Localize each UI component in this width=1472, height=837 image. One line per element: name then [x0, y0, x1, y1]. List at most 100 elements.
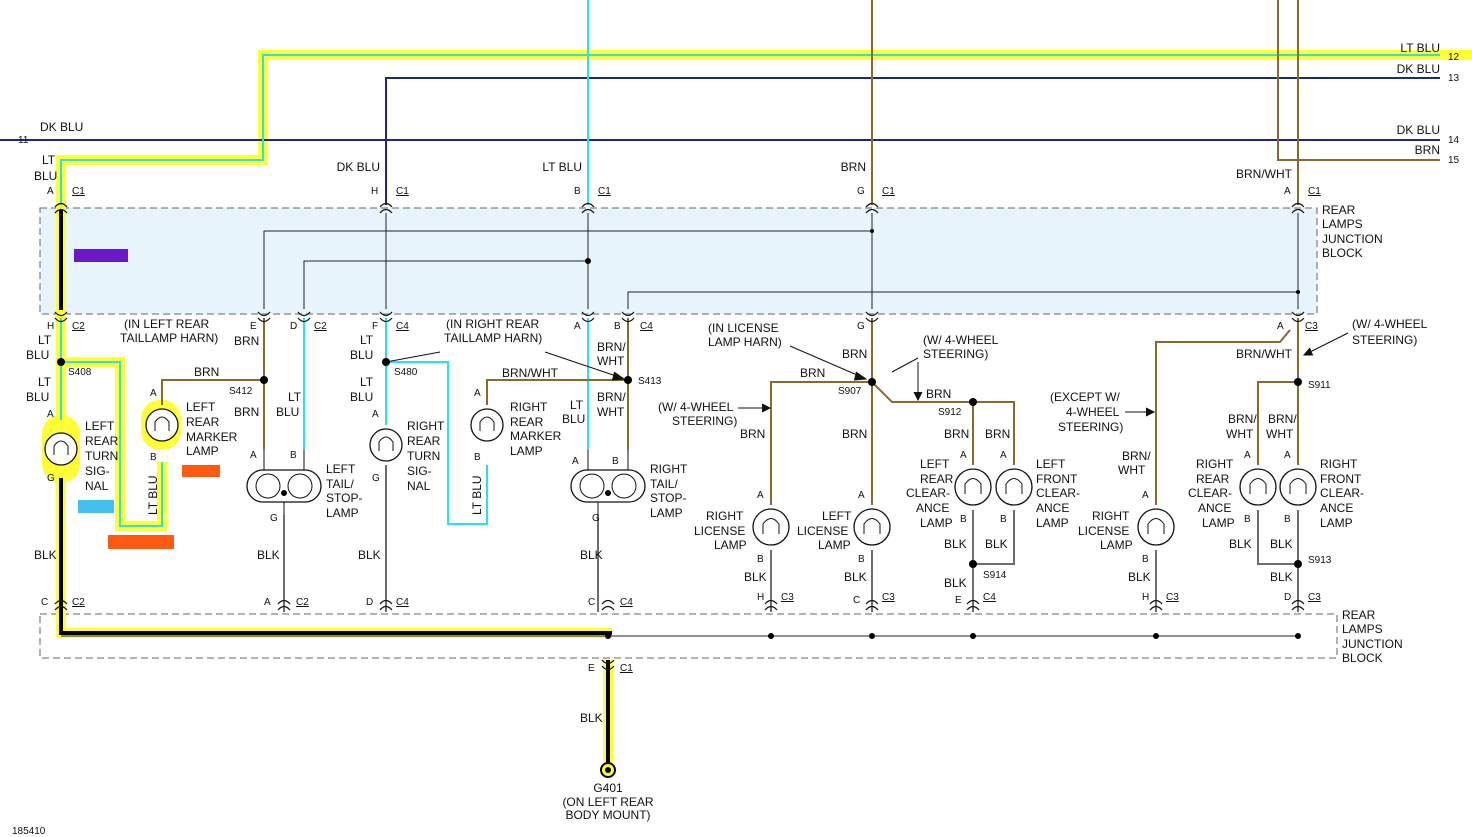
svg-text:S408: S408 — [68, 367, 92, 378]
svg-text:C4: C4 — [396, 321, 409, 332]
svg-text:BLU: BLU — [350, 390, 373, 404]
svg-text:H: H — [47, 321, 54, 332]
svg-text:(W/ 4-WHEEL: (W/ 4-WHEEL — [923, 333, 999, 347]
svg-text:RIGHT: RIGHT — [1196, 457, 1234, 471]
wire-labels: 185410 11 DK BLU LT BLU 12 DK BLU 13 DK … — [12, 41, 1460, 837]
svg-text:LICENSE: LICENSE — [797, 524, 848, 538]
svg-text:BRN/: BRN/ — [1268, 412, 1297, 426]
svg-text:BLU: BLU — [34, 169, 57, 183]
svg-text:C1: C1 — [1308, 186, 1321, 197]
svg-text:A: A — [474, 388, 481, 399]
svg-text:TAIL/: TAIL/ — [650, 477, 678, 491]
connector-terminals — [54, 202, 1305, 671]
svg-text:B: B — [474, 452, 481, 463]
svg-text:LT: LT — [360, 375, 374, 389]
lamp-left-rear-marker — [145, 408, 179, 442]
svg-text:BLK: BLK — [257, 548, 280, 562]
svg-text:WHT: WHT — [597, 354, 625, 368]
svg-text:S480: S480 — [394, 367, 418, 378]
svg-text:BRN: BRN — [985, 427, 1010, 441]
svg-text:LICENSE: LICENSE — [1078, 524, 1129, 538]
lamp-right-tail-stop — [570, 450, 646, 515]
svg-text:A: A — [572, 456, 579, 467]
svg-text:STEERING): STEERING) — [1058, 420, 1123, 434]
svg-text:LICENSE: LICENSE — [694, 524, 745, 538]
svg-text:BRN: BRN — [926, 387, 951, 401]
orange-mark-2 — [108, 535, 174, 549]
svg-text:E: E — [955, 595, 962, 606]
svg-text:A: A — [757, 490, 764, 501]
lamp-left-tail-stop — [246, 450, 322, 515]
svg-text:C1: C1 — [882, 186, 895, 197]
svg-text:B: B — [1244, 514, 1251, 525]
svg-text:B: B — [150, 452, 157, 463]
svg-text:G401: G401 — [593, 781, 623, 795]
svg-text:BLK: BLK — [580, 711, 603, 725]
svg-text:TAILLAMP HARN): TAILLAMP HARN) — [444, 331, 542, 345]
svg-text:S412: S412 — [229, 386, 253, 397]
svg-text:A: A — [372, 409, 379, 420]
svg-text:REAR: REAR — [1322, 203, 1356, 217]
svg-text:BRN: BRN — [194, 365, 219, 379]
svg-text:BRN: BRN — [842, 347, 867, 361]
svg-text:BRN: BRN — [800, 366, 825, 380]
svg-text:C: C — [41, 597, 48, 608]
svg-text:D: D — [366, 597, 373, 608]
svg-text:BRN/WHT: BRN/WHT — [502, 366, 559, 380]
svg-text:LT BLU: LT BLU — [146, 475, 160, 515]
svg-text:(ON LEFT REAR: (ON LEFT REAR — [562, 795, 653, 809]
svg-text:S413: S413 — [638, 376, 662, 387]
svg-text:A: A — [1284, 186, 1291, 197]
svg-text:(W/ 4-WHEEL: (W/ 4-WHEEL — [658, 400, 734, 414]
license-clearance-wires — [770, 318, 1299, 612]
svg-text:C1: C1 — [620, 663, 633, 674]
svg-text:BLK: BLK — [985, 537, 1008, 551]
svg-text:LAMP: LAMP — [1036, 516, 1069, 530]
svg-text:SIG-: SIG- — [85, 464, 110, 478]
lamp-left-rear-clearance — [954, 468, 992, 506]
svg-text:LAMP: LAMP — [818, 538, 851, 552]
svg-text:S912: S912 — [938, 407, 962, 418]
svg-text:RIGHT: RIGHT — [1320, 457, 1358, 471]
circuit-12-color: LT BLU — [1400, 41, 1440, 55]
svg-text:CLEAR-: CLEAR- — [1188, 486, 1232, 500]
svg-text:STOP-: STOP- — [650, 491, 686, 505]
svg-text:B: B — [612, 456, 619, 467]
svg-text:WHT: WHT — [1226, 427, 1254, 441]
blue-mark — [78, 500, 114, 513]
svg-text:BLK: BLK — [1270, 537, 1293, 551]
svg-text:A: A — [47, 186, 54, 197]
svg-text:BODY MOUNT): BODY MOUNT) — [565, 808, 650, 822]
circuit-14-color: DK BLU — [1397, 123, 1440, 137]
svg-text:WHT: WHT — [1266, 427, 1294, 441]
svg-text:MARKER: MARKER — [186, 430, 238, 444]
svg-text:G: G — [372, 473, 380, 484]
svg-text:C4: C4 — [620, 597, 633, 608]
svg-text:LT: LT — [42, 153, 56, 167]
svg-text:LAMP: LAMP — [1100, 538, 1133, 552]
svg-text:C3: C3 — [1166, 592, 1179, 603]
svg-text:B: B — [614, 321, 621, 332]
svg-text:S913: S913 — [1308, 555, 1332, 566]
svg-text:BLU: BLU — [276, 405, 299, 419]
circuit-11-num: 11 — [18, 135, 29, 146]
svg-text:S907: S907 — [838, 386, 862, 397]
svg-text:BLK: BLK — [844, 570, 867, 584]
svg-text:BRN/: BRN/ — [597, 340, 626, 354]
splice-dots — [57, 358, 1302, 568]
svg-text:REAR: REAR — [407, 434, 441, 448]
svg-text:S914: S914 — [983, 570, 1007, 581]
svg-text:BLK: BLK — [34, 548, 57, 562]
svg-text:FRONT: FRONT — [1320, 472, 1362, 486]
circuit-15-color: BRN — [1415, 143, 1440, 157]
svg-text:REAR: REAR — [1342, 608, 1376, 622]
svg-text:NAL: NAL — [407, 479, 431, 493]
circuit-13-num: 13 — [1448, 73, 1460, 84]
svg-text:D: D — [290, 321, 297, 332]
svg-text:C2: C2 — [72, 321, 85, 332]
svg-text:A: A — [150, 388, 157, 399]
svg-text:C1: C1 — [72, 186, 85, 197]
svg-text:LAMP: LAMP — [714, 538, 747, 552]
svg-text:LAMP: LAMP — [186, 444, 219, 458]
svg-text:LT BLU: LT BLU — [542, 160, 582, 174]
